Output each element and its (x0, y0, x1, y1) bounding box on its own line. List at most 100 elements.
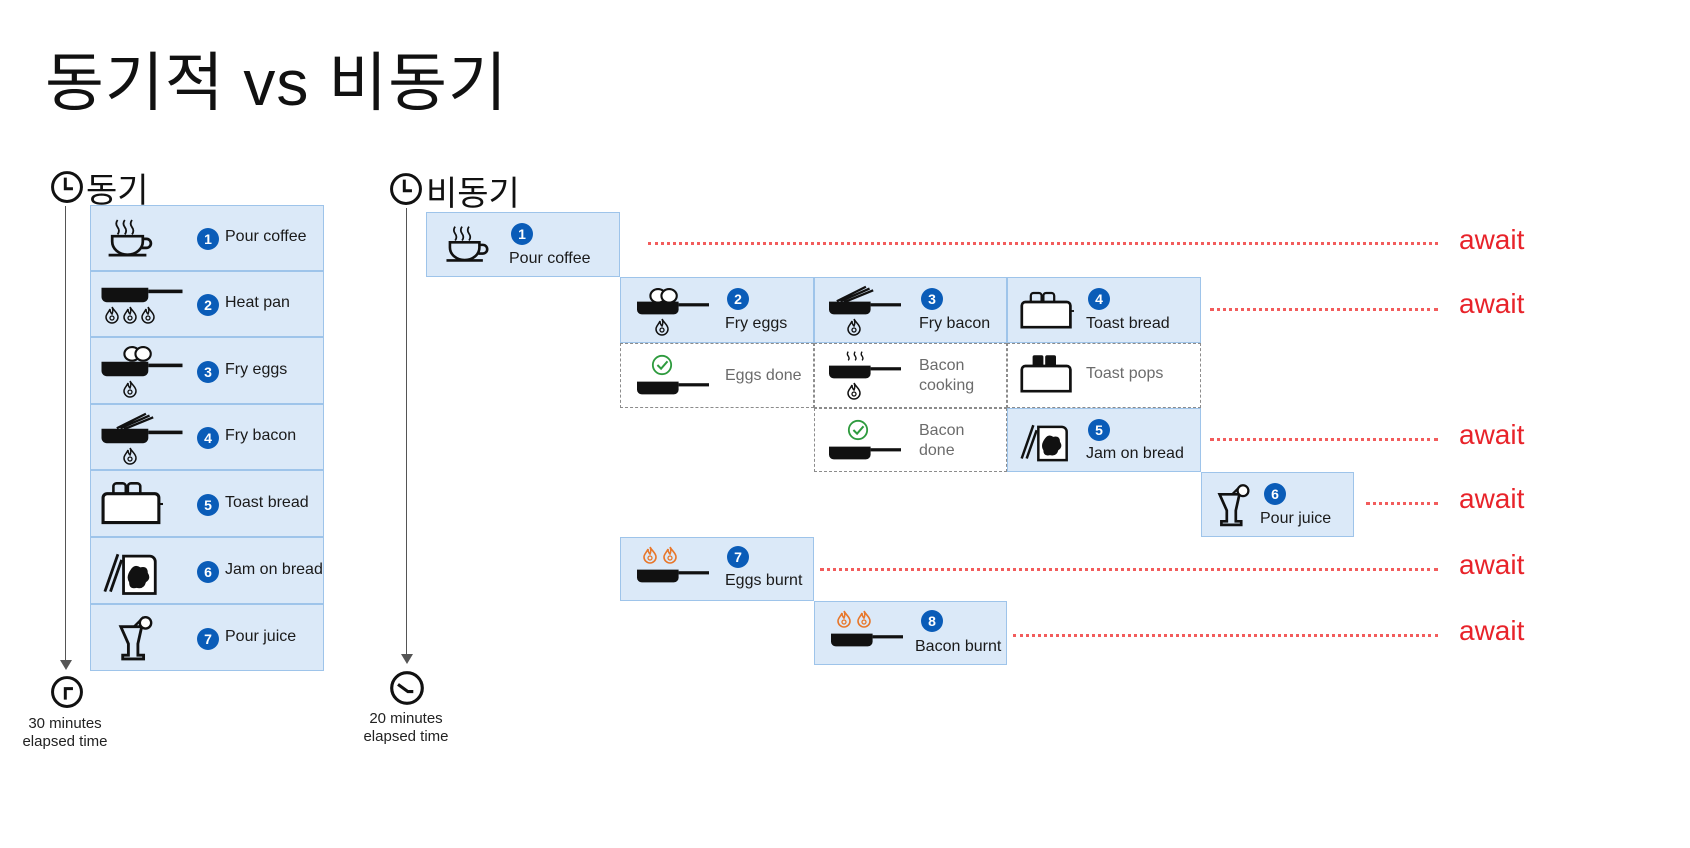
sync-step-fry-eggs: 3 Fry eggs (90, 337, 324, 404)
sync-elapsed-minutes: 30 minutes (28, 715, 102, 732)
step-number-badge: 6 (197, 561, 219, 583)
task-number-badge: 3 (921, 288, 943, 310)
flame-icon (847, 318, 861, 336)
task-number-badge: 7 (727, 546, 749, 568)
async-timeline (406, 208, 407, 656)
heat-pan-icon (97, 286, 187, 304)
flame-orange-icon (643, 546, 657, 564)
clock-end-icon (50, 675, 84, 709)
task-number-badge: 8 (921, 610, 943, 632)
flame-icon (123, 380, 137, 398)
step-label: Heat pan (225, 294, 290, 311)
await-label: await (1459, 615, 1525, 646)
step-number-badge: 1 (197, 228, 219, 250)
jam-bread-icon (103, 548, 159, 596)
async-task-toast-bread: 4 Toast bread (1007, 277, 1201, 343)
task-number-badge: 2 (727, 288, 749, 310)
coffee-cup-icon (105, 216, 159, 260)
pan-icon (633, 568, 713, 584)
task-number-badge: 6 (1264, 483, 1286, 505)
task-label: Jam on bread (1086, 445, 1184, 462)
juice-glass-icon (117, 615, 155, 663)
flame-icon (123, 306, 137, 324)
await-dotted-line (1210, 308, 1438, 311)
async-elapsed-minutes: 20 minutes (369, 710, 443, 727)
state-label: Toast pops (1086, 365, 1164, 382)
async-task-eggs-burnt: 7 Eggs burnt (620, 537, 814, 601)
await-label: await (1459, 483, 1525, 514)
state-label-line: Bacon (919, 357, 965, 374)
sync-step-toast-bread: 5 Toast bread (90, 470, 324, 537)
task-label: Pour coffee (509, 250, 591, 267)
step-number-badge: 4 (197, 427, 219, 449)
step-label: Pour coffee (225, 228, 307, 245)
async-state-toast-pops: Toast pops (1007, 343, 1201, 408)
flame-icon (123, 447, 137, 465)
sync-step-pour-coffee: 1 Pour coffee (90, 205, 324, 271)
state-label-line: done (919, 442, 955, 459)
async-elapsed-time: 20 minutes elapsed time (356, 710, 456, 746)
flame-icon (141, 306, 155, 324)
clock-start-icon (389, 172, 423, 206)
await-dotted-line (1366, 502, 1438, 505)
task-label: Fry eggs (725, 315, 788, 332)
state-label-line: cooking (919, 377, 975, 394)
step-label: Toast bread (225, 494, 309, 511)
fry-eggs-icon (97, 360, 187, 378)
task-label: Eggs burnt (725, 572, 803, 589)
sync-step-heat-pan: 2 Heat pan (90, 271, 324, 337)
steam-icon (843, 350, 869, 362)
fry-eggs-icon (633, 300, 713, 316)
flame-orange-icon (837, 610, 851, 628)
fry-bacon-icon (825, 300, 905, 316)
flame-orange-icon (663, 546, 677, 564)
fry-bacon-icon (97, 427, 187, 445)
sync-step-pour-juice: 7 Pour juice (90, 604, 324, 671)
state-label: Bacon done (919, 421, 964, 461)
step-label: Jam on bread (225, 561, 323, 578)
await-dotted-line (1013, 634, 1438, 637)
clock-end-icon (389, 670, 425, 706)
juice-glass-icon (1216, 483, 1252, 529)
async-elapsed-caption: elapsed time (363, 728, 449, 745)
step-number-badge: 7 (197, 628, 219, 650)
async-label: 비동기 (426, 175, 520, 213)
state-label-line: Bacon (919, 422, 965, 439)
async-task-pour-coffee: 1 Pour coffee (426, 212, 620, 277)
async-task-fry-bacon: 3 Fry bacon (814, 277, 1007, 343)
check-icon (651, 354, 673, 376)
step-number-badge: 2 (197, 294, 219, 316)
state-label: Eggs done (725, 367, 802, 384)
task-number-badge: 1 (511, 223, 533, 245)
pan-icon (827, 632, 907, 648)
sync-label: 동기 (86, 172, 149, 210)
flame-icon (655, 318, 669, 336)
async-task-jam-on-bread: 5 Jam on bread (1007, 408, 1201, 472)
await-dotted-line (648, 242, 1438, 245)
task-number-badge: 5 (1088, 419, 1110, 441)
sync-timeline (65, 206, 66, 662)
async-task-bacon-burnt: 8 Bacon burnt (814, 601, 1007, 665)
async-state-eggs-done: Eggs done (620, 343, 814, 408)
flame-orange-icon (857, 610, 871, 628)
async-state-bacon-done: Bacon done (814, 408, 1007, 472)
toaster-pop-icon (1020, 354, 1074, 396)
task-label: Fry bacon (919, 315, 991, 332)
page-title: 동기적 vs 비동기 (45, 47, 508, 119)
await-dotted-line (1210, 438, 1438, 441)
await-label: await (1459, 288, 1525, 319)
await-dotted-line (820, 568, 1438, 571)
sync-step-fry-bacon: 4 Fry bacon (90, 404, 324, 470)
async-state-bacon-cooking: Bacon cooking (814, 343, 1007, 408)
await-label: await (1459, 224, 1525, 255)
task-number-badge: 4 (1088, 288, 1110, 310)
toaster-icon (101, 481, 163, 527)
jam-bread-icon (1020, 419, 1070, 463)
await-label: await (1459, 419, 1525, 450)
state-label: Bacon cooking (919, 356, 974, 396)
pan-icon (825, 364, 905, 380)
sync-elapsed-time: 30 minutes elapsed time (15, 715, 115, 751)
pan-icon (825, 445, 905, 461)
task-label: Bacon burnt (915, 638, 1002, 655)
flame-icon (105, 306, 119, 324)
